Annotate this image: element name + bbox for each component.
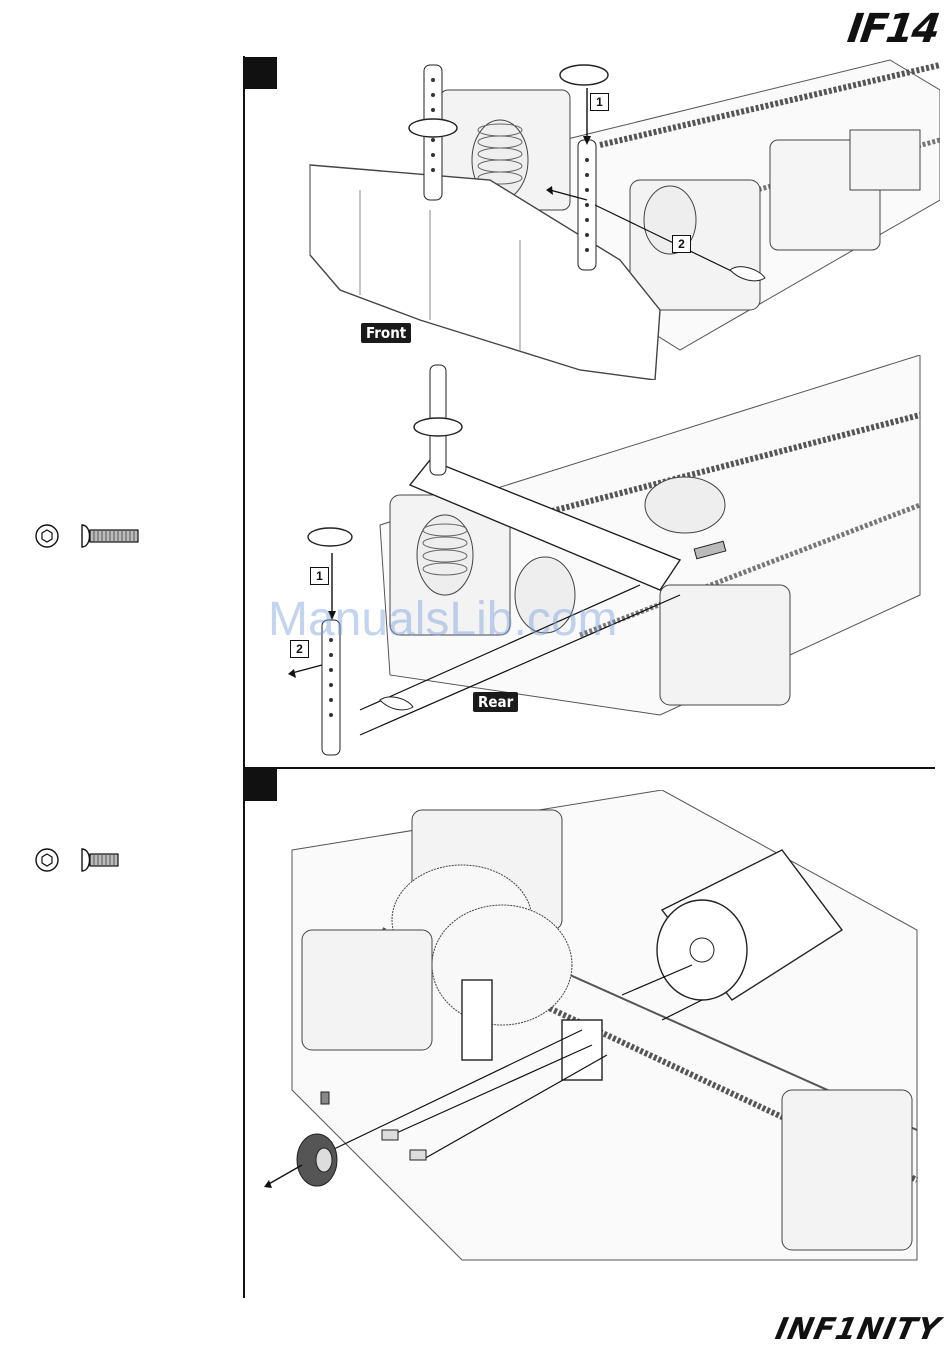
step-divider bbox=[243, 767, 935, 769]
front-callout-1: 1 bbox=[590, 93, 609, 111]
front-callout-2: 2 bbox=[672, 235, 691, 253]
page-vertical-divider bbox=[243, 56, 245, 1298]
motor-installation-illustration bbox=[262, 790, 922, 1280]
front-label: Front bbox=[361, 323, 411, 343]
rear-label: Rear bbox=[473, 692, 518, 712]
rear-body-post-illustration bbox=[280, 355, 935, 765]
step2-hardware-icon bbox=[34, 845, 124, 875]
brand-logo-top: IF14 bbox=[845, 6, 941, 52]
step1-hardware-icon bbox=[34, 521, 144, 551]
rear-callout-1: 1 bbox=[310, 567, 329, 585]
watermark: ManualsLib.com bbox=[268, 592, 618, 647]
brand-logo-bottom: INF1NITY bbox=[772, 1312, 944, 1347]
